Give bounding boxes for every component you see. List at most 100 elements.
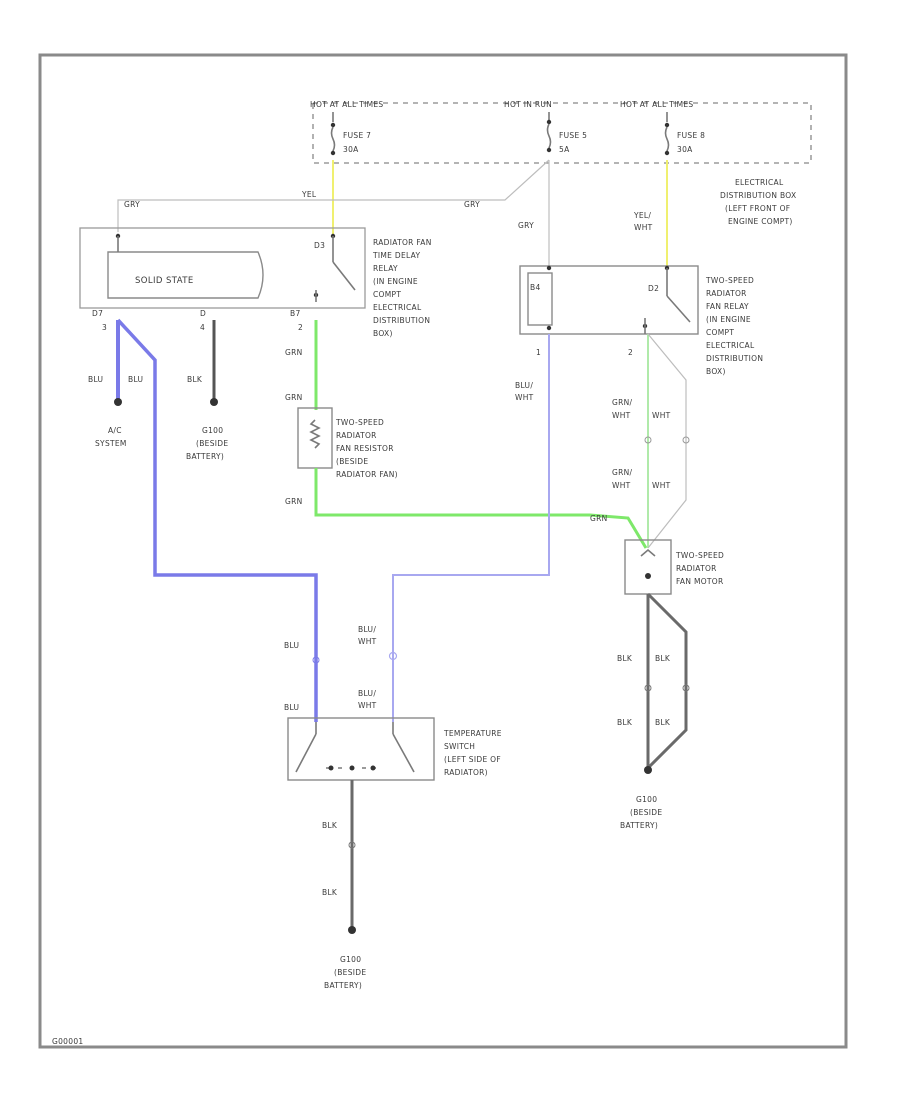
svg-text:RADIATOR: RADIATOR	[676, 564, 717, 573]
svg-text:FAN RELAY: FAN RELAY	[706, 302, 749, 311]
wire-label-blu-wht-2b: WHT	[358, 637, 377, 646]
svg-text:(BESIDE: (BESIDE	[630, 808, 662, 817]
wire-label-grn-3: GRN	[285, 497, 303, 506]
wire-label-grn-wht-1a: GRN/	[612, 398, 633, 407]
svg-text:ENGINE COMPT): ENGINE COMPT)	[728, 217, 793, 226]
wire-label-blu-wht-3a: BLU/	[358, 689, 376, 698]
wire-blk-motor-2	[646, 592, 688, 770]
svg-text:RADIATOR: RADIATOR	[336, 431, 377, 440]
svg-text:G100: G100	[202, 426, 223, 435]
wire-label-blk-t1: BLK	[322, 821, 338, 830]
wire-label-yel-wht-2: WHT	[634, 223, 653, 232]
fuse-5-amps: 5A	[559, 145, 570, 154]
bus-label-left: HOT AT ALL TIMES	[310, 100, 383, 109]
pin-1: 1	[536, 348, 541, 357]
svg-text:SYSTEM: SYSTEM	[95, 439, 127, 448]
pin-2a: 2	[298, 323, 303, 332]
wire-blu-wht	[392, 334, 550, 722]
fuse-7-name: FUSE 7	[343, 131, 371, 140]
svg-text:(IN ENGINE: (IN ENGINE	[373, 277, 418, 286]
temperature-switch-label: TEMPERATURE SWITCH (LEFT SIDE OF RADIATO…	[443, 729, 502, 777]
svg-text:FAN MOTOR: FAN MOTOR	[676, 577, 724, 586]
svg-text:(BESIDE: (BESIDE	[336, 457, 368, 466]
wire-label-grn-wht-4: WHT	[652, 481, 671, 490]
fuse-7-amps: 30A	[343, 145, 359, 154]
wire-label-grn-2: GRN	[285, 393, 303, 402]
svg-text:FAN RESISTOR: FAN RESISTOR	[336, 444, 394, 453]
ground-bottom-label: G100 (BESIDE BATTERY)	[324, 955, 366, 990]
svg-text:TWO-SPEED: TWO-SPEED	[675, 551, 724, 560]
wire-label-grn-4: GRN	[590, 514, 608, 523]
svg-text:(IN ENGINE: (IN ENGINE	[706, 315, 751, 324]
two-speed-relay-switch	[666, 295, 691, 323]
ground-right	[644, 766, 652, 774]
wire-label-grn-wht-2: WHT	[652, 411, 671, 420]
wire-label-blu-wht-1b: WHT	[515, 393, 534, 402]
ac-system-label: A/C SYSTEM	[95, 426, 127, 448]
diagram-frame	[38, 53, 848, 1049]
svg-text:TIME DELAY: TIME DELAY	[372, 251, 420, 260]
pin-d2: D2	[648, 284, 659, 293]
svg-text:(BESIDE: (BESIDE	[196, 439, 228, 448]
svg-text:RADIATOR FAN): RADIATOR FAN)	[336, 470, 398, 479]
solid-state-module	[107, 251, 264, 299]
pin-b4: B4	[530, 283, 541, 292]
ac-system-terminal	[114, 398, 122, 406]
wire-label-blu-ac-1: BLU	[88, 375, 103, 384]
svg-text:DISTRIBUTION BOX: DISTRIBUTION BOX	[720, 191, 796, 200]
wire-label-blu-wht-3b: WHT	[358, 701, 377, 710]
solid-state-label: SOLID STATE	[135, 276, 194, 286]
footer-code: G00001	[52, 1037, 83, 1046]
wire-label-gry-mid: GRY	[518, 221, 534, 230]
svg-text:BATTERY): BATTERY)	[324, 981, 362, 990]
wire-label-blu-wht-1a: BLU/	[515, 381, 533, 390]
svg-text:ELECTRICAL: ELECTRICAL	[706, 341, 755, 350]
wire-label-blu-ts: BLU	[284, 641, 299, 650]
pin-d-left: D	[200, 309, 206, 318]
wire-label-gry-left: GRY	[124, 200, 140, 209]
wire-gry-top	[117, 159, 550, 232]
fan-motor	[624, 539, 672, 595]
fuse-8-name: FUSE 8	[677, 131, 705, 140]
delay-relay-switch	[332, 261, 356, 291]
svg-text:RADIATOR: RADIATOR	[706, 289, 747, 298]
svg-text:DISTRIBUTION: DISTRIBUTION	[373, 316, 430, 325]
fuse-5-name: FUSE 5	[559, 131, 587, 140]
wire-label-grn-wht-3b: WHT	[612, 481, 631, 490]
wire-label-blu-ac-2: BLU	[128, 375, 143, 384]
edb-label: ELECTRICAL DISTRIBUTION BOX (LEFT FRONT …	[720, 178, 796, 226]
wire-label-blk-m2: BLK	[655, 654, 671, 663]
svg-text:G100: G100	[340, 955, 361, 964]
delay-relay-label: RADIATOR FAN TIME DELAY RELAY (IN ENGINE…	[372, 238, 431, 338]
svg-text:RADIATOR): RADIATOR)	[444, 768, 488, 777]
wire-grn-lower	[314, 468, 648, 549]
ground-left	[210, 398, 218, 406]
wire-label-grn-1: GRN	[285, 348, 303, 357]
svg-text:COMPT: COMPT	[706, 328, 734, 337]
wire-label-blk-t2: BLK	[322, 888, 338, 897]
fuse-8: FUSE 8 30A	[664, 112, 705, 156]
wire-label-yel: YEL	[301, 190, 317, 199]
wire-label-blk-m4: BLK	[655, 718, 671, 727]
svg-text:A/C: A/C	[108, 426, 122, 435]
wire-blu-to-temp-switch	[116, 318, 318, 722]
ground-left-label: G100 (BESIDE BATTERY)	[186, 426, 228, 461]
delay-relay-housing	[79, 227, 366, 309]
pin-2b: 2	[628, 348, 633, 357]
fan-resistor-label: TWO-SPEED RADIATOR FAN RESISTOR (BESIDE …	[335, 418, 398, 479]
wire-label-grn-wht-1b: WHT	[612, 411, 631, 420]
svg-text:BOX): BOX)	[706, 367, 726, 376]
wire-label-blk-left: BLK	[187, 375, 203, 384]
pin-b7: B7	[290, 309, 301, 318]
pin-4: 4	[200, 323, 205, 332]
svg-text:(BESIDE: (BESIDE	[334, 968, 366, 977]
svg-text:BOX): BOX)	[373, 329, 393, 338]
wire-label-yel-wht-1: YEL/	[633, 211, 651, 220]
svg-text:COMPT: COMPT	[373, 290, 401, 299]
bus-label-right: HOT AT ALL TIMES	[620, 100, 693, 109]
two-speed-relay-label: TWO-SPEED RADIATOR FAN RELAY (IN ENGINE …	[705, 276, 763, 376]
bus-label-mid: HOT IN RUN	[504, 100, 552, 109]
svg-text:DISTRIBUTION: DISTRIBUTION	[706, 354, 763, 363]
svg-text:BATTERY): BATTERY)	[620, 821, 658, 830]
